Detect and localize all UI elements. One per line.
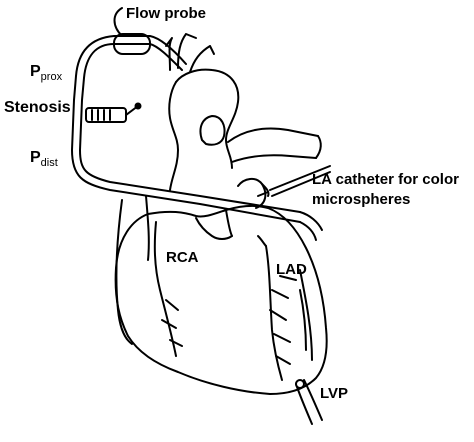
lad-label: LAD	[276, 261, 307, 278]
lad-vessel	[265, 245, 283, 381]
bypass-tube-inner	[71, 35, 301, 223]
stenosis-label: Stenosis	[4, 99, 71, 116]
flow-probe-label: Flow probe	[126, 5, 206, 22]
rca-vessel	[153, 221, 177, 357]
p-dist-subscript: dist	[40, 157, 58, 169]
la-catheter-label-line2: microspheres	[312, 191, 411, 208]
lvp-label: LVP	[320, 385, 349, 402]
aorta	[175, 68, 240, 169]
rca-label: RCA	[166, 249, 199, 266]
p-prox-subscript: prox	[40, 71, 63, 83]
aortic-opening	[199, 115, 226, 146]
la-catheter	[269, 165, 331, 197]
p-prox-main: P	[30, 63, 41, 80]
heart-outline	[114, 204, 328, 395]
p-dist-label: Pdist	[30, 150, 58, 169]
p-prox-label: Pprox	[30, 64, 62, 83]
bypass-tube-outer	[79, 43, 301, 213]
p-dist-main: P	[30, 149, 41, 166]
tube-to-lad	[299, 211, 323, 241]
la-catheter-label-line1: LA catheter for color	[312, 171, 459, 188]
pulmonary-artery	[227, 127, 319, 163]
arch-vessels	[165, 33, 215, 73]
left-atrial-appendage	[237, 178, 267, 209]
